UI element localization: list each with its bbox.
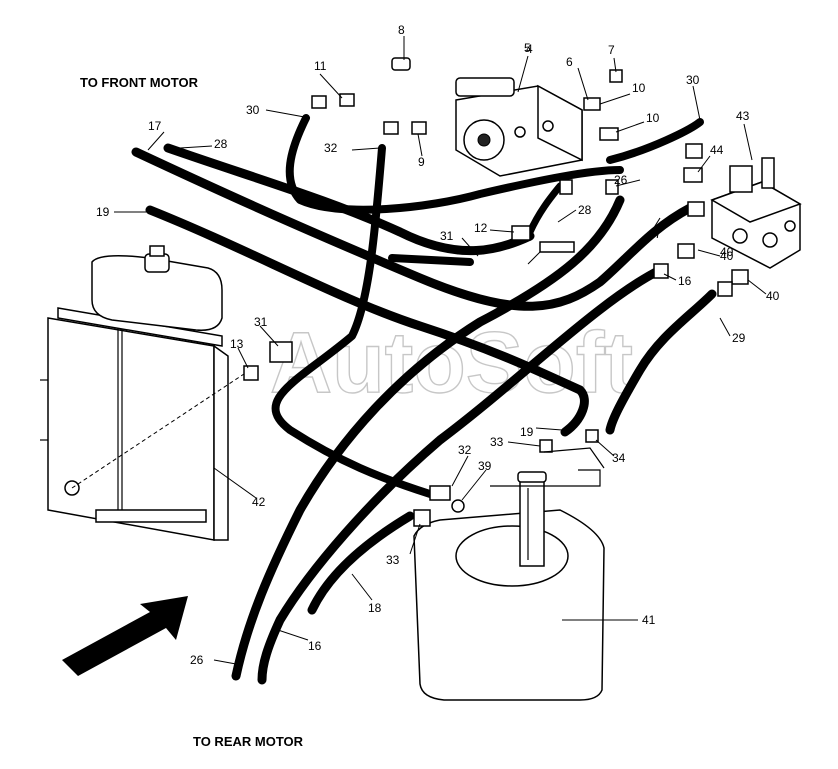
callout-label: 30 [246, 103, 260, 117]
direction-arrow [62, 596, 188, 676]
callout-label: 34 [612, 451, 626, 465]
callout-label: 12 [474, 221, 488, 235]
callout-label: 26 [614, 173, 628, 187]
callout-label: 16 [308, 639, 322, 653]
callout-label: 10 [632, 81, 646, 95]
hose-31 [388, 254, 474, 266]
hose-30-right [606, 118, 704, 164]
callout-label: 40 [720, 245, 734, 259]
callout-label: 40 [766, 289, 780, 303]
callout-labels: 4 5 6 7 8 9 10 10 11 12 13 16 16 17 17 1… [96, 23, 780, 667]
callout-label: 44 [710, 143, 724, 157]
callout-label: 30 [686, 73, 700, 87]
leader-lines [114, 36, 767, 665]
callout-label: 39 [478, 459, 492, 473]
coolant-tank [91, 245, 223, 331]
callout-label: 31 [254, 315, 268, 329]
callout-label: 28 [578, 203, 592, 217]
callout-label: 7 [608, 43, 615, 57]
heading-to-rear-motor: TO REAR MOTOR [193, 734, 304, 749]
hose-30-left [285, 114, 624, 214]
callout-label: 41 [642, 613, 656, 627]
hydraulic-tank [413, 471, 605, 701]
tank-tube-a [490, 469, 601, 487]
callout-label: 17 [148, 119, 162, 133]
callout-label: 16 [678, 274, 692, 288]
valve-block [710, 157, 802, 269]
callout-label: 42 [252, 495, 266, 509]
hose-17 [131, 147, 695, 311]
callout-label: 33 [490, 435, 504, 449]
callout-label: 19 [96, 205, 110, 219]
callout-label: 17 [648, 227, 662, 241]
callout-label: 29 [732, 331, 746, 345]
tank-tube-b [543, 447, 605, 469]
callout-label: 8 [398, 23, 405, 37]
callout-label: 40 [720, 249, 734, 263]
callout-label: 6 [566, 55, 573, 69]
callout-label: 4 [526, 42, 533, 56]
hose-32 [271, 144, 434, 498]
dashed-connector [71, 373, 245, 489]
hose-26 [231, 195, 625, 681]
fittings [243, 57, 749, 527]
heading-to-front-motor: TO FRONT MOTOR [80, 75, 199, 90]
callout-label: 28 [214, 137, 228, 151]
hose-18 [307, 511, 415, 615]
hose-12 [526, 182, 564, 236]
callout-label: 18 [368, 601, 382, 615]
radiator [40, 307, 229, 541]
callout-label: 31 [440, 229, 454, 243]
callout-label: 10 [646, 111, 660, 125]
hose-16 [257, 265, 665, 685]
callout-label: 32 [324, 141, 338, 155]
hose-29 [605, 289, 717, 435]
callout-label: 32 [458, 443, 472, 457]
hose-28 [163, 143, 535, 256]
callout-label: 11 [314, 59, 327, 73]
hydraulic-pump [455, 77, 583, 177]
callout-label: 5 [524, 41, 531, 55]
callout-label: 33 [386, 553, 400, 567]
callout-label: 26 [190, 653, 204, 667]
callout-label: 19 [520, 425, 534, 439]
callout-label: 9 [418, 155, 425, 169]
callout-label: 43 [736, 109, 750, 123]
callout-label: 13 [230, 337, 244, 351]
